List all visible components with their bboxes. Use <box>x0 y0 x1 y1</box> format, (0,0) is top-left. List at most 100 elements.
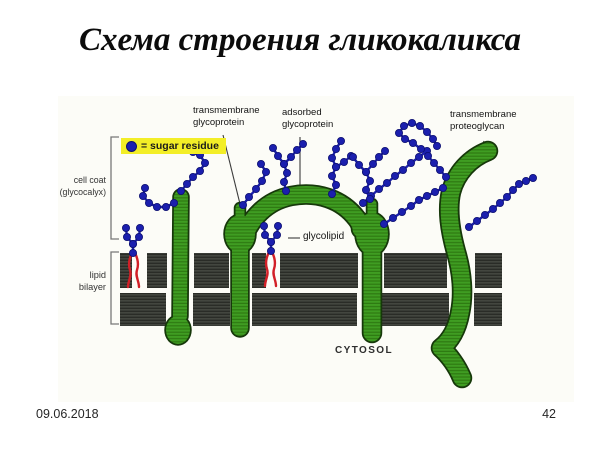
sugar-residue-bead <box>380 146 389 155</box>
lipid-bilayer-block <box>474 293 502 326</box>
legend-sugar-residue: = sugar residue <box>121 138 226 154</box>
sugar-residue-bead <box>327 189 336 198</box>
lipid-bilayer-block <box>194 253 229 288</box>
lipid-bilayer-block <box>475 253 502 288</box>
sugar-residue-bead <box>256 159 265 168</box>
sugar-residue-bead <box>134 232 143 241</box>
sugar-residue-bead <box>429 158 438 167</box>
sugar-residue-bead <box>259 221 268 230</box>
sugar-residue-bead <box>358 198 367 207</box>
sugar-residue-bead <box>508 185 517 194</box>
sugar-residue-bead <box>374 152 383 161</box>
sugar-residue-bead <box>423 151 432 160</box>
sugar-residue-bead <box>200 158 209 167</box>
bracket <box>110 251 119 325</box>
sugar-residue-bead <box>266 237 275 246</box>
sugar-residue-bead <box>273 151 282 160</box>
sugar-residue-bead <box>414 195 423 204</box>
sugar-residue-bead <box>480 210 489 219</box>
sugar-residue-bead <box>529 173 538 182</box>
sugar-residue-bead <box>432 141 441 150</box>
sugar-residue-bead <box>128 248 137 257</box>
sugar-residue-bead <box>195 166 204 175</box>
sugar-residue-bead <box>268 143 277 152</box>
sugar-residue-bead <box>123 232 132 241</box>
sugar-chain <box>238 159 270 209</box>
sugar-residue-bead <box>472 216 481 225</box>
glycolipid-tail <box>263 250 271 288</box>
sugar-residue-bead <box>488 204 497 213</box>
sugar-residue-bead <box>261 167 270 176</box>
sugar-residue-bead <box>188 172 197 181</box>
sugar-residue-bead <box>374 184 383 193</box>
sugar-residue-bead <box>336 136 345 145</box>
sugar-residue-bead <box>244 192 253 201</box>
sugar-residue-bead <box>286 152 295 161</box>
sugar-residue-bead <box>495 198 504 207</box>
label-transmembrane-proteoglycan: transmembrane proteoglycan <box>450 109 517 132</box>
sugar-residue-bead <box>339 157 348 166</box>
sugar-residue-bead <box>361 167 370 176</box>
sugar-residue-bead <box>397 207 406 216</box>
sugar-residue-bead <box>388 213 397 222</box>
sugar-residue-bead <box>522 176 531 185</box>
sugar-residue-icon <box>126 140 137 152</box>
sugar-chain <box>379 183 447 228</box>
label-adsorbed-glycoprotein: adsorbed glycoprotein <box>282 107 334 130</box>
sugar-chain <box>464 173 538 231</box>
sugar-residue-bead <box>390 171 399 180</box>
sugar-residue-bead <box>161 202 170 211</box>
transmembrane-glycoprotein-left-shape <box>166 190 190 344</box>
lipid-bilayer-block <box>252 253 266 288</box>
label-glycolipid: glycolipid <box>303 231 345 242</box>
sugar-chain <box>138 183 178 211</box>
sugar-residue-bead <box>292 145 301 154</box>
sugar-residue-bead <box>279 177 288 186</box>
glycolipid-tail <box>270 250 278 288</box>
label-cell-coat: cell coat (glycocalyx) <box>59 175 106 197</box>
sugar-residue-bead <box>365 176 374 185</box>
sugar-residue-bead <box>406 201 415 210</box>
sugar-chain <box>266 221 282 246</box>
transmembrane-glycoprotein-2-shape <box>356 199 388 342</box>
sugar-residue-bead <box>394 128 403 137</box>
sugar-residue-bead <box>152 202 161 211</box>
sugar-residue-bead <box>122 223 131 232</box>
sugar-chain <box>279 139 307 168</box>
sugar-residue-bead <box>272 230 281 239</box>
transmembrane-proteoglycan-shape <box>432 142 497 387</box>
sugar-residue-bead <box>415 122 424 131</box>
sugar-residue-bead <box>407 119 416 128</box>
sugar-residue-bead <box>379 219 388 228</box>
sugar-residue-bead <box>176 186 185 195</box>
sugar-residue-bead <box>435 165 444 174</box>
sugar-residue-bead <box>428 134 437 143</box>
sugar-residue-bead <box>422 191 431 200</box>
sugar-residue-bead <box>331 144 340 153</box>
sugar-residue-bead <box>422 127 431 136</box>
sugar-residue-bead <box>441 172 450 181</box>
sugar-residue-bead <box>348 152 357 161</box>
sugar-residue-bead <box>128 239 137 248</box>
sugar-residue-bead <box>464 222 473 231</box>
lipid-bilayer-block <box>252 293 357 326</box>
sugar-residue-bead <box>368 159 377 168</box>
sugar-residue-bead <box>327 171 336 180</box>
sugar-chain <box>176 147 209 195</box>
sugar-residue-bead <box>169 198 178 207</box>
pointer-line <box>222 134 242 209</box>
sugar-residue-bead <box>430 187 439 196</box>
sugar-residue-bead <box>416 144 425 153</box>
sugar-residue-bead <box>279 159 288 168</box>
sugar-residue-bead <box>298 139 307 148</box>
sugar-residue-bead <box>282 168 291 177</box>
lipid-bilayer-block <box>120 293 166 326</box>
sugar-chain <box>394 119 450 181</box>
slide-number: 42 <box>542 407 556 421</box>
sugar-residue-bead <box>140 183 149 192</box>
sugar-residue-bead <box>361 185 370 194</box>
label-cytosol: CYTOSOL <box>335 345 393 356</box>
sugar-chain <box>361 146 389 176</box>
label-lipid-bilayer: lipid bilayer <box>78 270 106 292</box>
